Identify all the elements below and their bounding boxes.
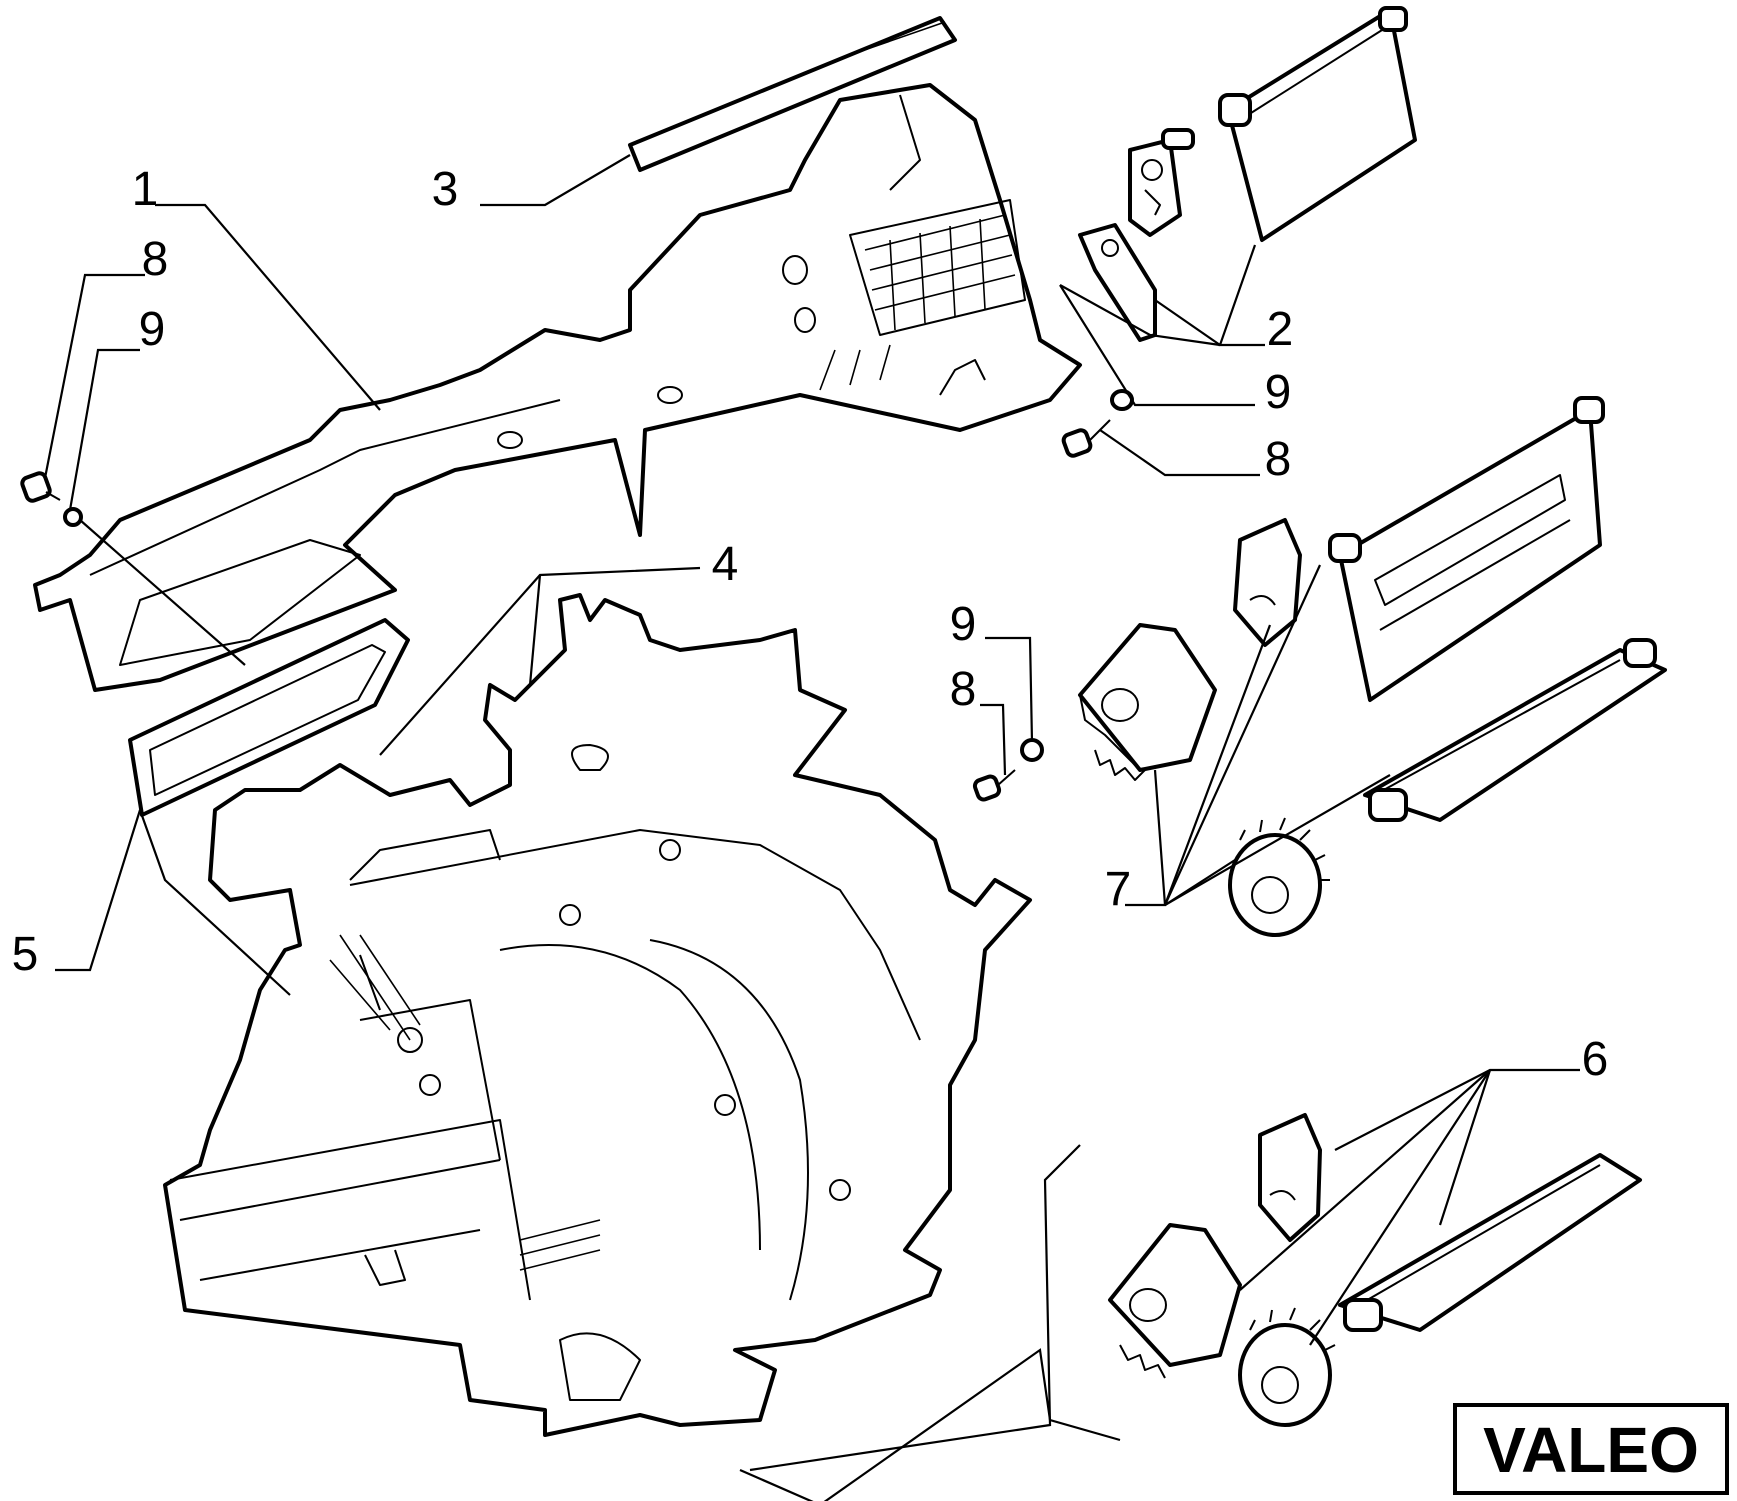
callout-9-mid: 9 (950, 598, 977, 651)
washer-mid (1020, 738, 1044, 762)
part-4-blower-housing (163, 593, 1032, 1437)
callout-1: 1 (132, 163, 159, 216)
callout-5: 5 (12, 928, 39, 981)
gear-6 (1238, 1307, 1336, 1427)
screw-mid (972, 769, 1016, 802)
callout-8-mid: 8 (950, 663, 977, 716)
callout-3: 3 (432, 163, 459, 216)
callout-6: 6 (1582, 1033, 1609, 1086)
part-7-flaps-and-gears (1078, 396, 1667, 937)
part-3-bar (628, 16, 957, 172)
gear-7 (1228, 817, 1330, 937)
brand-label: VALEO (1483, 1414, 1699, 1486)
callout-8-left: 8 (142, 233, 169, 286)
callout-4: 4 (712, 538, 739, 591)
part-6-flaps-and-gear (1108, 1113, 1642, 1427)
screw-right (1061, 419, 1111, 458)
part-5-gasket (128, 618, 410, 817)
callout-7: 7 (1105, 863, 1132, 916)
part-1-upper-duct (33, 83, 1082, 692)
part-2-heater-core (1078, 6, 1417, 342)
callout-2: 2 (1267, 303, 1294, 356)
screw-left (20, 471, 61, 503)
washer-left (63, 507, 83, 527)
callout-9-right: 9 (1265, 366, 1292, 419)
leader-lines (43, 154, 1580, 1501)
callout-8-right: 8 (1265, 433, 1292, 486)
callout-9-left: 9 (139, 303, 166, 356)
brand-box: VALEO (1453, 1403, 1729, 1495)
